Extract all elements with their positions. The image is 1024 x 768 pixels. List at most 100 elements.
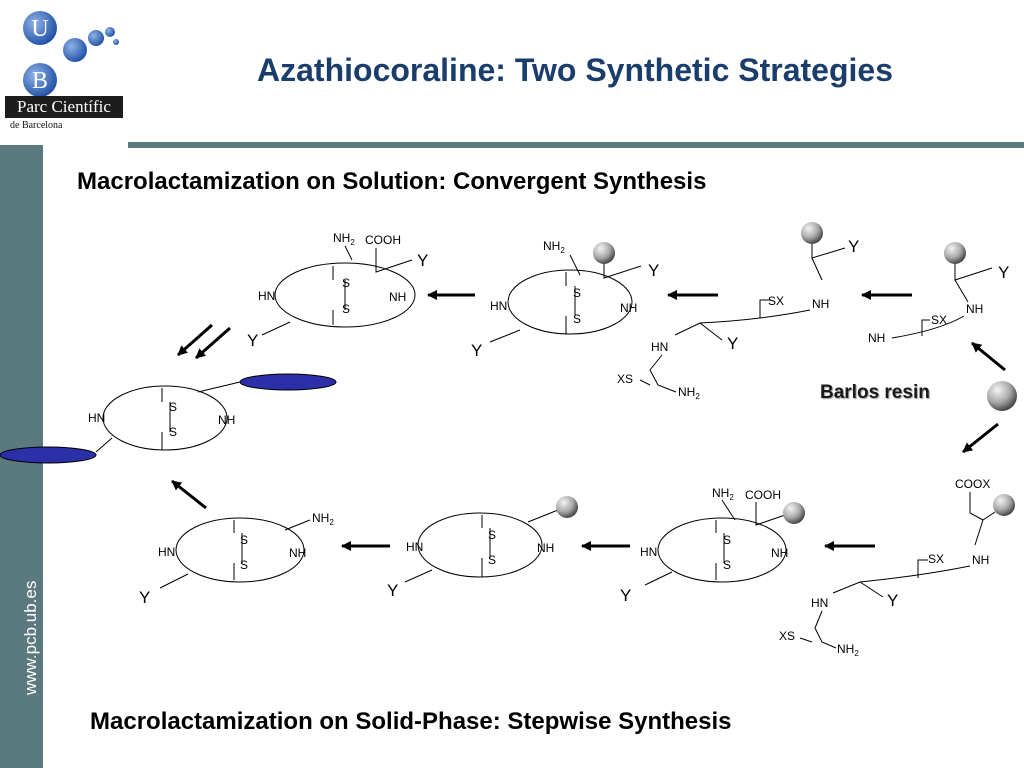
macrocycle-cooh-top: NH2 COOH Y S S HN NH Y (247, 231, 428, 350)
hn-label: HN (258, 289, 275, 303)
y-bond (159, 573, 189, 589)
sulfur-label: S (723, 558, 731, 572)
side-chain-bonds (954, 264, 993, 303)
carboxyl-label: COOH (745, 488, 781, 502)
logo-letter-b: B (32, 68, 48, 94)
amine-label: NH2 (333, 231, 355, 247)
nh-label: NH (812, 297, 829, 311)
nh-label: NH (972, 553, 989, 567)
logo-bubble (88, 30, 104, 46)
hn-label: HN (406, 540, 423, 554)
resin-bead-icon (801, 222, 823, 244)
logo-bubble-b (23, 63, 57, 97)
sulfur-label: S (342, 276, 350, 290)
y-label: Y (417, 251, 428, 270)
ester-label: COOX (955, 477, 990, 491)
side-chain-bonds (344, 245, 413, 273)
xs-label: XS (779, 629, 795, 643)
xs-label: XS (617, 372, 633, 386)
y-bond (859, 581, 884, 598)
sulfur-label: S (573, 286, 581, 300)
backbone (891, 315, 965, 339)
sx-label: SX (928, 552, 944, 566)
ring (507, 269, 633, 335)
ring (175, 517, 305, 583)
carboxyl-label: COOH (365, 233, 401, 247)
y-label: Y (247, 331, 258, 350)
subheading-solid-phase: Macrolactamization on Solid-Phase: Stepw… (90, 708, 732, 735)
logo-bubble (63, 38, 87, 62)
y-label: Y (139, 588, 150, 607)
backbone (832, 565, 971, 594)
resin-bead-icon (944, 242, 966, 264)
barlos-resin-bead-icon (987, 381, 1017, 411)
reaction-arrow (971, 341, 1006, 372)
ring (102, 385, 228, 451)
y-label: Y (727, 334, 738, 353)
ring (274, 262, 416, 328)
subheading-solution: Macrolactamization on Solution: Converge… (77, 168, 707, 195)
side-chain-bonds (811, 244, 846, 281)
side-chain-bonds (969, 492, 996, 546)
xs-bond (799, 637, 813, 643)
linear-peptide-resin-bottom: COOX NH SX Y HN XS NH2 (779, 477, 1015, 658)
sulfur-label: S (488, 553, 496, 567)
sx-bond (759, 299, 770, 318)
chromophore-icon (239, 373, 337, 391)
y-bond (261, 321, 291, 336)
y-label: Y (471, 341, 482, 360)
nh-label: NH (868, 331, 885, 345)
sx-label: SX (768, 294, 784, 308)
logo-name: Parc Científic (5, 96, 123, 118)
nh-label: NH (966, 302, 983, 316)
y-bond (404, 569, 433, 583)
y-bond (644, 571, 673, 586)
reaction-arrow (195, 326, 231, 360)
nh-label: NH (620, 301, 637, 315)
disulfide-bridge (332, 266, 346, 325)
hn-label: HN (158, 545, 175, 559)
sulfur-label: S (342, 302, 350, 316)
sx-bond (921, 319, 930, 336)
reaction-arrow (177, 323, 213, 357)
logo-letter-u: U (31, 16, 48, 42)
amine-label: NH2 (543, 239, 565, 255)
disulfide-bridge (565, 272, 576, 334)
disulfide-bridge (715, 520, 725, 580)
first-residue-resin: Y NH SX NH (868, 242, 1009, 345)
hn-label: HN (490, 299, 507, 313)
y-label: Y (648, 261, 659, 280)
sulfur-label: S (723, 533, 731, 547)
backbone (649, 354, 677, 393)
sulfur-label: S (240, 533, 248, 547)
macrocycle-cooh-resin-bottom: S S HN NH NH2 COOH Y (620, 486, 805, 605)
backbone (814, 610, 837, 649)
amine-label: NH2 (837, 642, 859, 658)
macrocycle-resin-bottom: S S HN NH Y (387, 496, 578, 600)
hn-label: HN (88, 411, 105, 425)
ring (417, 512, 543, 578)
resin-bead-icon (593, 242, 615, 264)
azathiocoraline-product: S S HN NH (0, 373, 337, 464)
sulfur-label: S (169, 400, 177, 414)
amine-label: NH2 (312, 511, 334, 527)
sulfur-label: S (240, 558, 248, 572)
amine-label: NH2 (712, 486, 734, 502)
amine-label: NH2 (678, 385, 700, 401)
hn-label: HN (811, 596, 828, 610)
y-bond (489, 329, 521, 343)
logo-bubbles-icon: U B (23, 11, 119, 97)
hn-label: HN (651, 340, 668, 354)
backbone (674, 309, 811, 336)
sx-label: SX (931, 313, 947, 327)
sx-bond (917, 559, 928, 578)
resin-bond (527, 509, 559, 523)
y-label: Y (998, 263, 1009, 282)
macrocycle-bottom-left: S S HN NH NH2 Y (139, 511, 334, 607)
nh-label: NH (537, 541, 554, 555)
ring (657, 517, 787, 583)
y-label: Y (387, 581, 398, 600)
nh-label: NH (218, 413, 235, 427)
reaction-arrow (962, 422, 999, 454)
